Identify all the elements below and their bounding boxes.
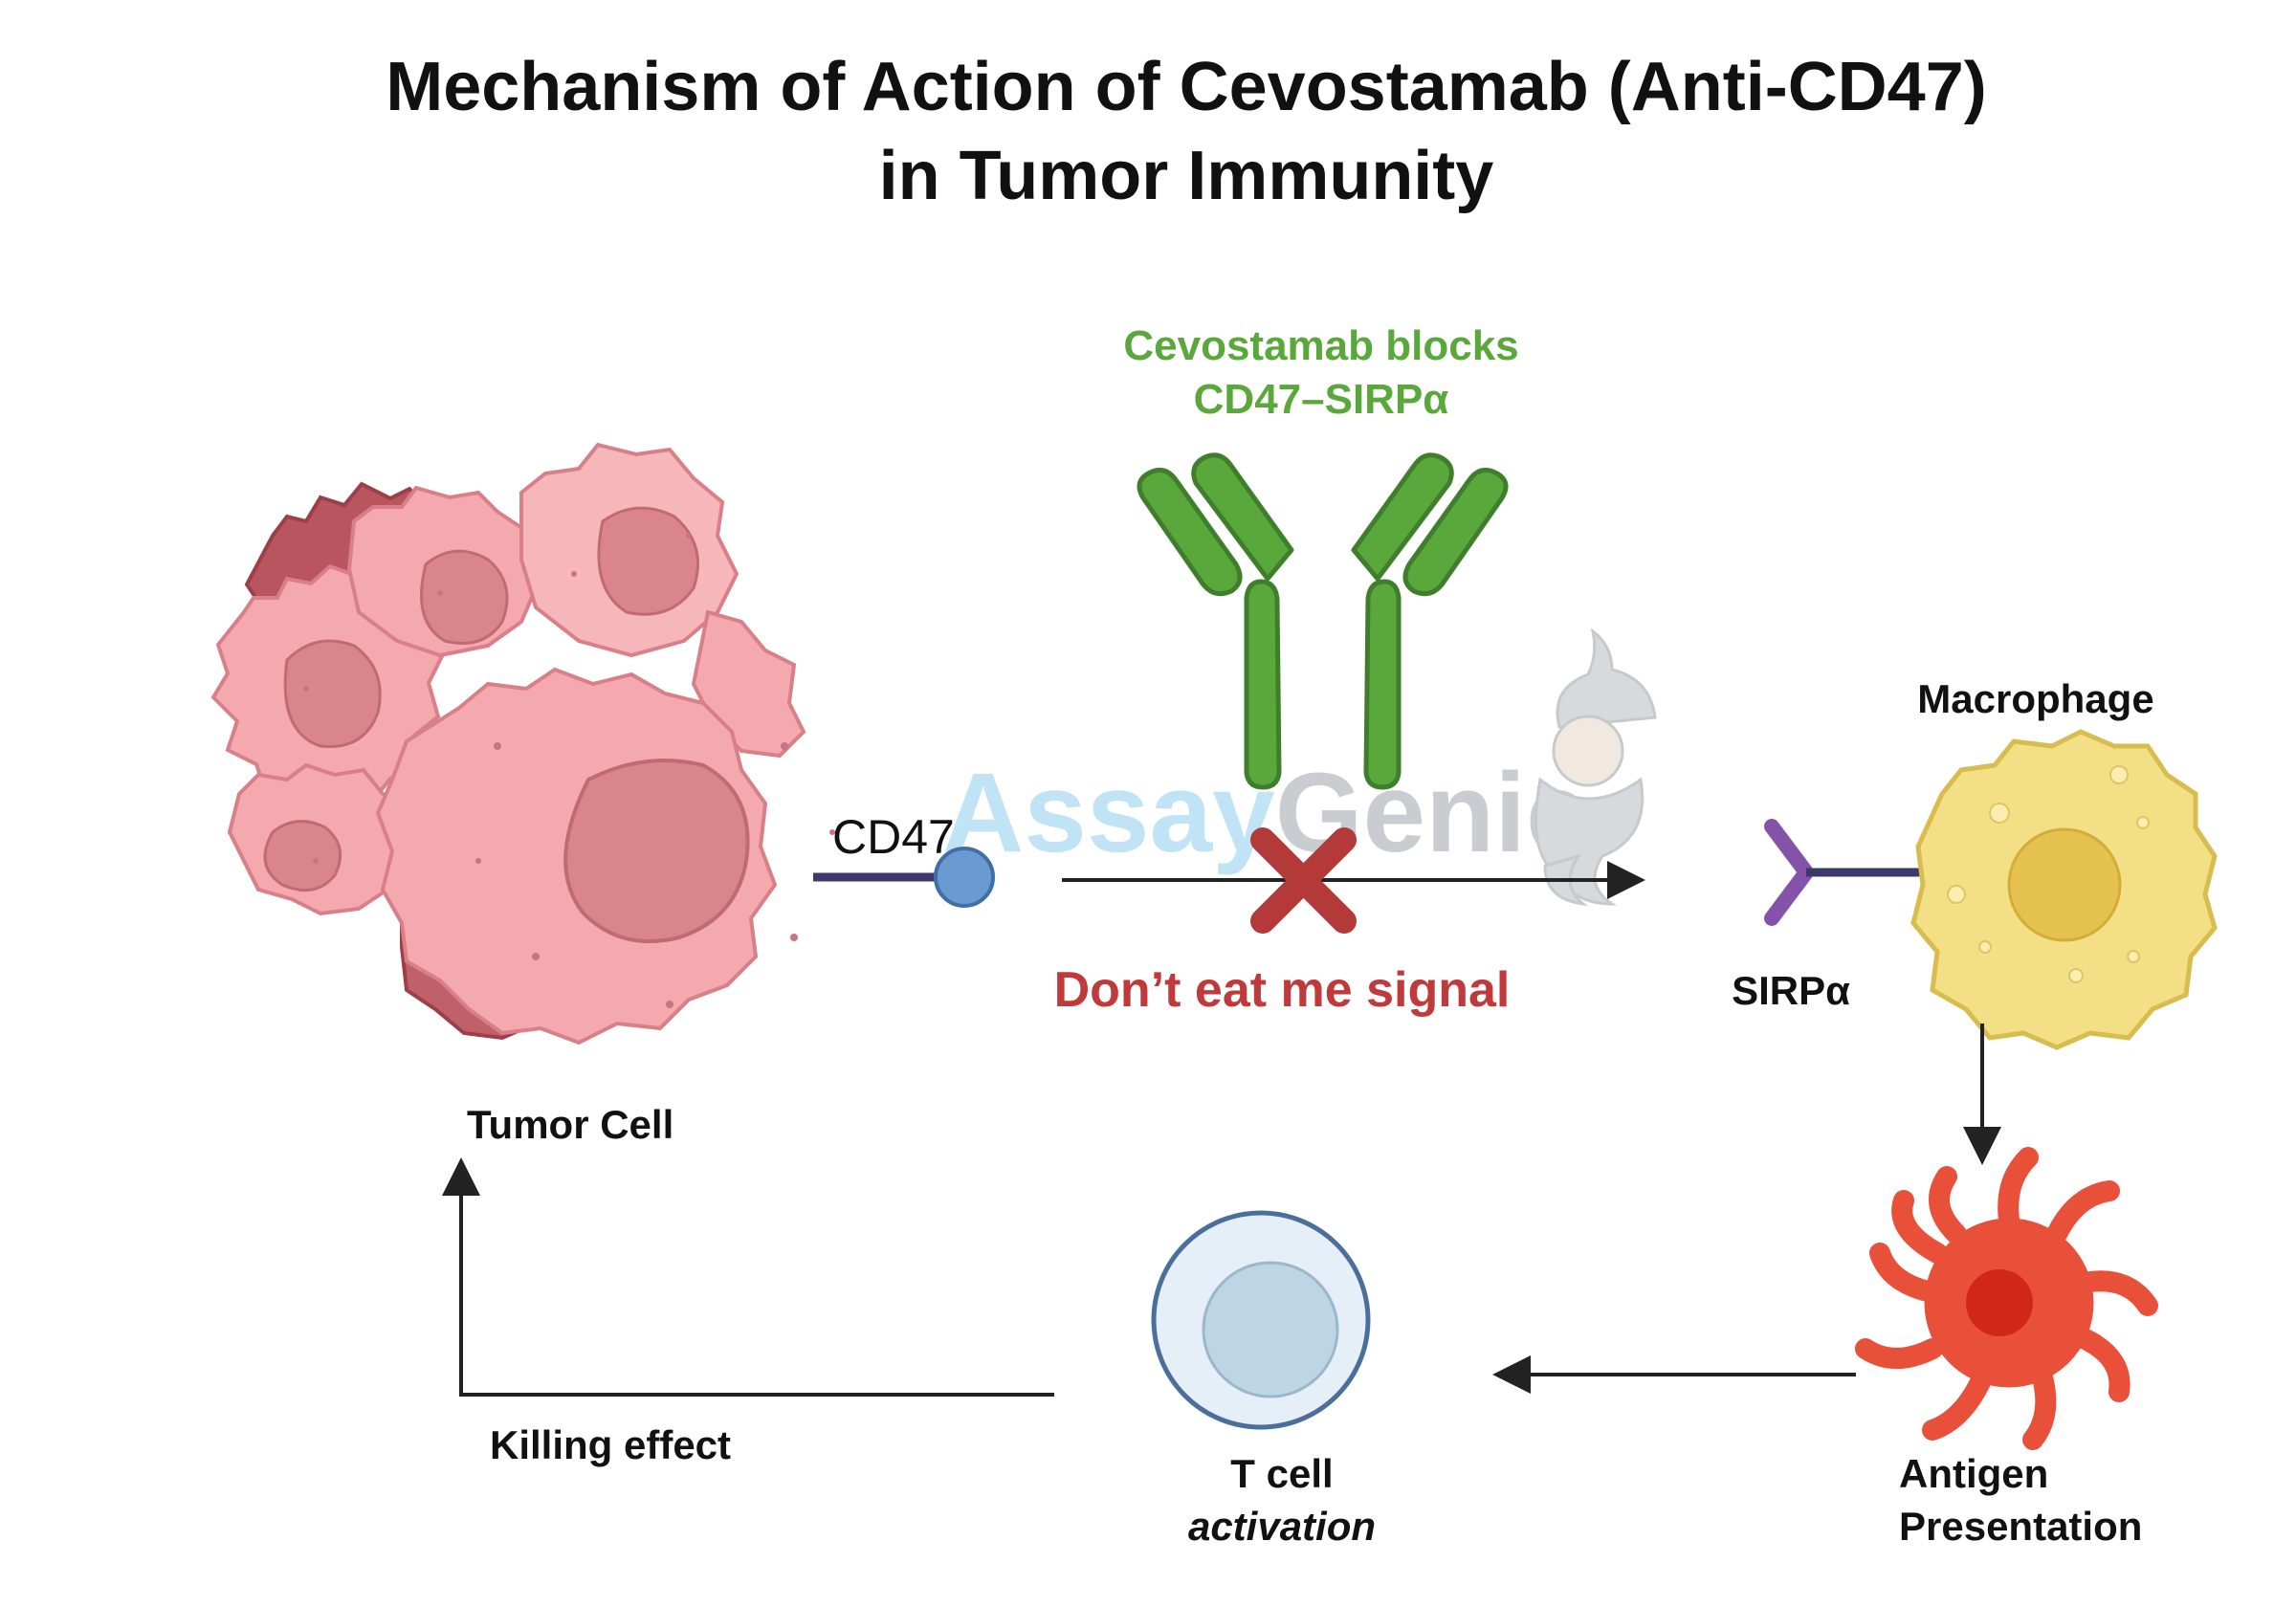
- watermark: AssayGenie: [942, 627, 1657, 907]
- watermark-part-1: Assay: [942, 750, 1275, 876]
- tumor-cell-cluster-icon: [210, 442, 835, 1046]
- antibody-icon: [1137, 452, 1509, 790]
- macrophage-icon: [1910, 729, 2218, 1050]
- sirpa-label: SIRPα: [1732, 968, 1850, 1013]
- macrophage-label: Macrophage: [1917, 676, 2153, 721]
- blocked-x-icon: [1250, 827, 1357, 934]
- antigen-label-line-1: Antigen: [1899, 1451, 2048, 1496]
- tumor-cell-label: Tumor Cell: [467, 1102, 673, 1147]
- t-cell-icon: [1151, 1210, 1371, 1430]
- title-line-1: Mechanism of Action of Cevostamab (Anti-…: [386, 49, 1987, 125]
- antibody-label-line-1: Cevostamab blocks: [1123, 322, 1518, 369]
- antibody-label-line-2: CD47–SIRPα: [1194, 376, 1449, 423]
- cd47-label: CD47: [832, 810, 955, 864]
- dont-eat-me-label: Don’t eat me signal: [1054, 962, 1511, 1018]
- sirpa-receptor-icon: [1764, 819, 1928, 926]
- tcell-label-line-2: activation: [1188, 1504, 1376, 1549]
- dendritic-cell-icon: [1855, 1147, 2158, 1450]
- tcell-label-line-1: T cell: [1230, 1451, 1333, 1496]
- cd47-receptor-icon: [934, 847, 995, 908]
- title-line-2: in Tumor Immunity: [879, 138, 1494, 214]
- antigen-label-line-2: Presentation: [1899, 1504, 2142, 1549]
- killing-effect-label: Killing effect: [490, 1422, 731, 1467]
- killing-effect-arrow: [442, 1157, 1054, 1397]
- tumor-speckles: [303, 533, 835, 1008]
